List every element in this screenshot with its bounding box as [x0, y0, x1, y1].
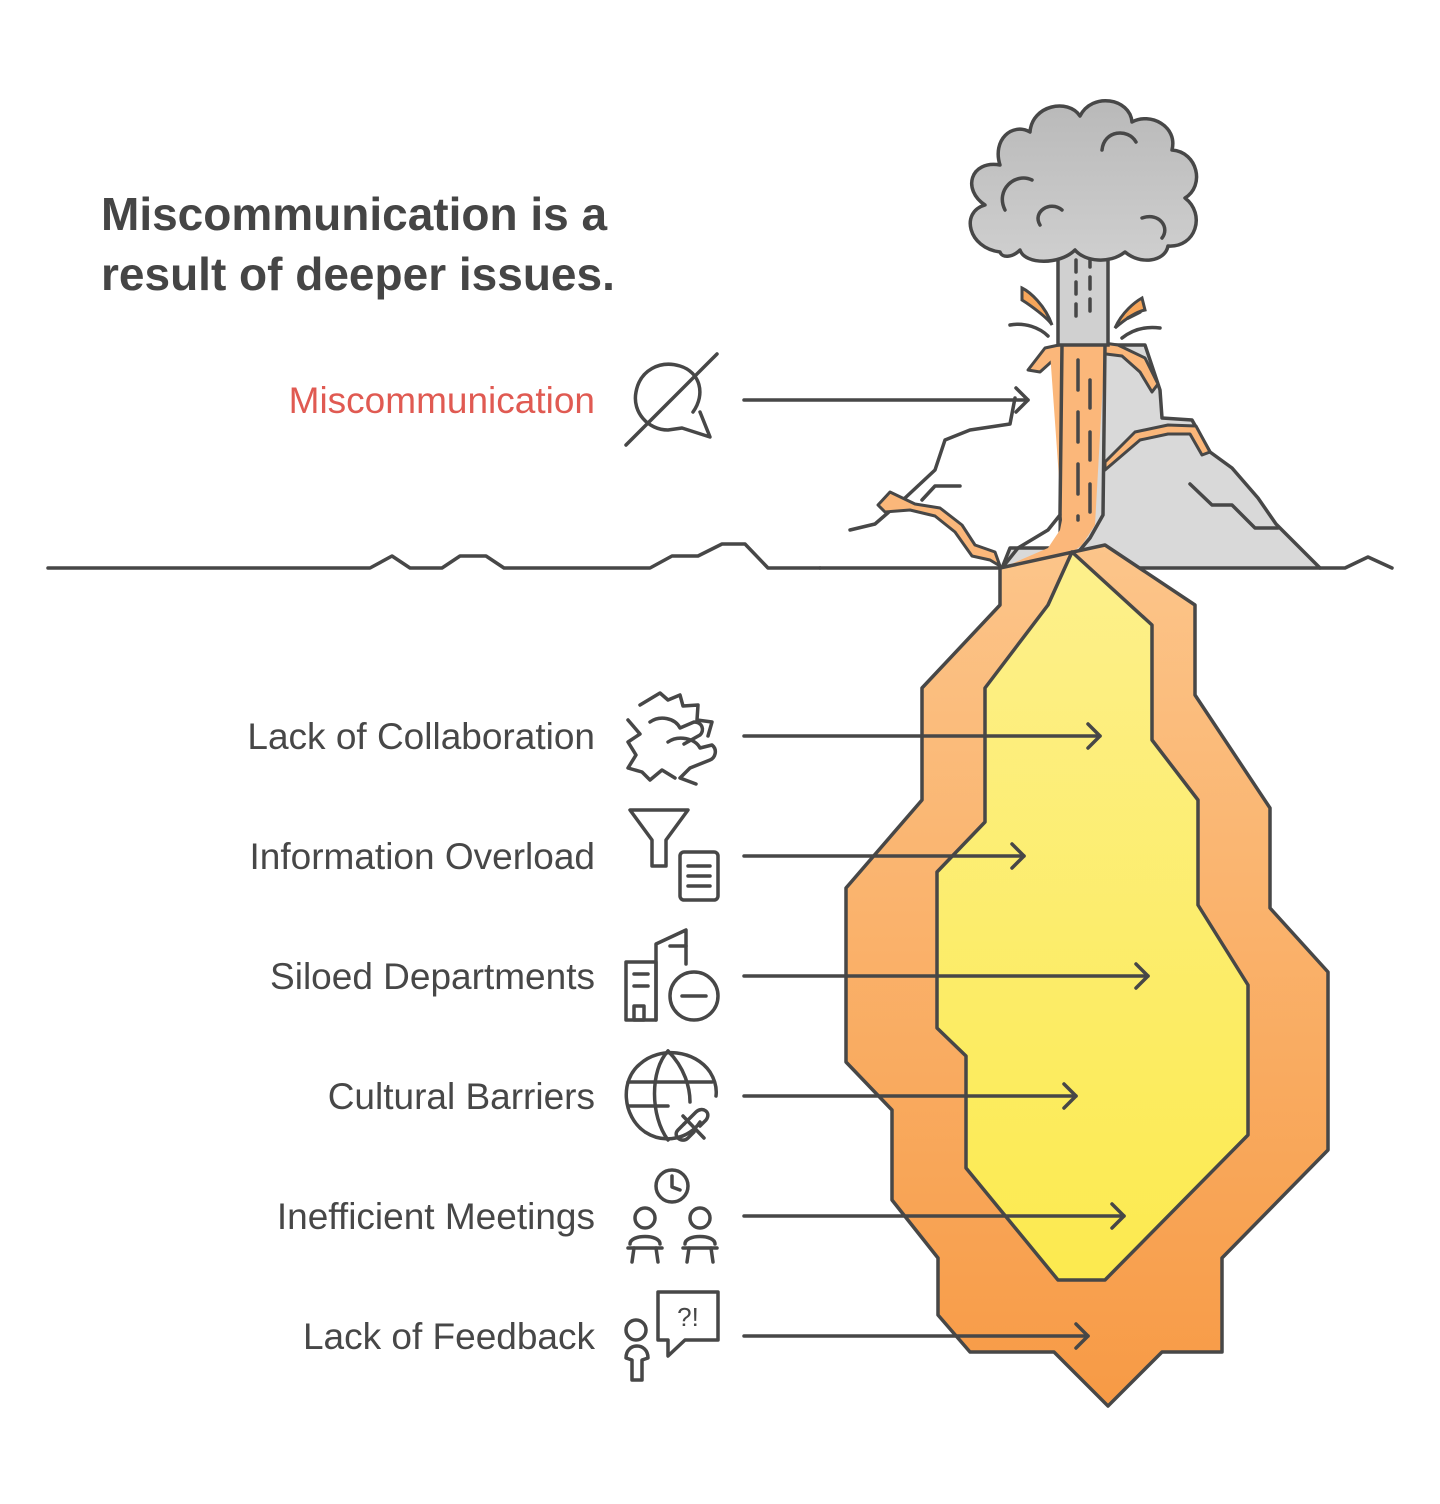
title-line-1: Miscommunication is a [101, 188, 608, 240]
funnel-document-icon [628, 808, 720, 902]
cause-arrow [742, 1322, 1090, 1350]
cause-arrow [742, 1082, 1078, 1110]
magma-conduit [1000, 343, 1107, 600]
smoke-plume [968, 99, 1199, 347]
no-chat-icon [624, 352, 719, 447]
magma-chamber-inner [935, 550, 1250, 1282]
cause-arrow [742, 722, 1102, 750]
svg-text:?!: ?! [677, 1302, 699, 1332]
root-cause-row: Siloed Departments [270, 928, 1150, 1022]
eruption-splashes [1008, 285, 1162, 340]
surface-issue-arrow [742, 386, 1030, 414]
root-cause-row: Lack of Feedback ?! [303, 1290, 1090, 1382]
cause-label-cultural-barriers: Cultural Barriers [328, 1076, 595, 1117]
surface-issue-label: Miscommunication [289, 380, 595, 421]
cause-label-lack-of-feedback: Lack of Feedback [303, 1316, 596, 1357]
cause-arrow [742, 1202, 1126, 1230]
cause-arrow [742, 842, 1026, 870]
root-cause-row: Inefficient Meetings [277, 1168, 1126, 1264]
root-cause-row: Information Overload [249, 808, 1026, 902]
cause-label-inefficient-meetings: Inefficient Meetings [277, 1196, 595, 1237]
puzzle-hands-icon [626, 691, 718, 786]
cause-label-siloed-departments: Siloed Departments [270, 956, 595, 997]
root-cause-row: Lack of Collaboration [247, 691, 1102, 786]
title-line-2: result of deeper issues. [101, 248, 615, 300]
building-minus-icon [624, 928, 720, 1022]
person-question-icon: ?! [624, 1290, 720, 1382]
globe-broken-link-icon [624, 1049, 718, 1142]
cause-arrow [742, 962, 1150, 990]
cause-label-information-overload: Information Overload [249, 836, 595, 877]
cause-label-lack-of-collaboration: Lack of Collaboration [247, 716, 595, 757]
root-cause-row: Cultural Barriers [328, 1049, 1078, 1142]
surface-issue-row: Miscommunication [289, 352, 1030, 447]
ground-line [46, 542, 1394, 570]
meeting-clock-icon [626, 1168, 719, 1264]
